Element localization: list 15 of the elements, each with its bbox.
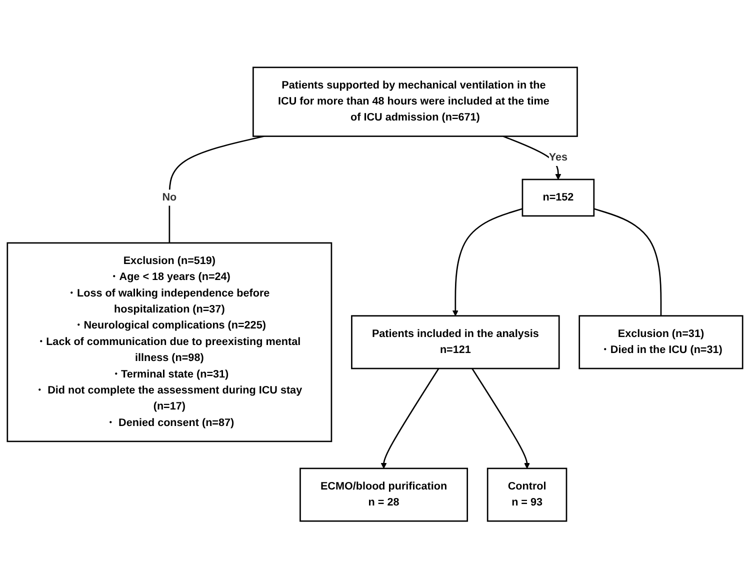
edge-label: No	[162, 191, 177, 203]
node-box: Patients included in the analysis n=121	[351, 314, 560, 369]
edge-label: Yes	[548, 152, 568, 164]
node-box: Control n = 93	[486, 468, 568, 522]
node-box: ECMO/blood purification n = 28	[300, 468, 468, 522]
arrow	[380, 368, 440, 468]
arrow	[502, 135, 562, 180]
node-box: Exclusion (n=31) ・Died in the ICU (n=31)	[578, 314, 744, 369]
connector	[168, 135, 264, 243]
arrow	[472, 368, 530, 468]
node-box: n=152	[522, 178, 595, 216]
node-box: Patients supported by mechanical ventilation in the ICU for more than 48 hours were included at the time of ICU admission (n=671)	[252, 66, 578, 137]
connector	[594, 208, 662, 316]
node-box: Exclusion (n=519) ・Age < 18 years (n=24) ・Loss of walking independence before hospitalization (n=37) ・Neurological complications (n=225) ・Lack of communication due to preexisting mental illness (n=98) ・Terminal state (n=31) ・ Did not complete the assessment during ICU stay (n=17) ・ Denied consent (n=87)	[6, 242, 332, 442]
arrow	[452, 208, 523, 316]
